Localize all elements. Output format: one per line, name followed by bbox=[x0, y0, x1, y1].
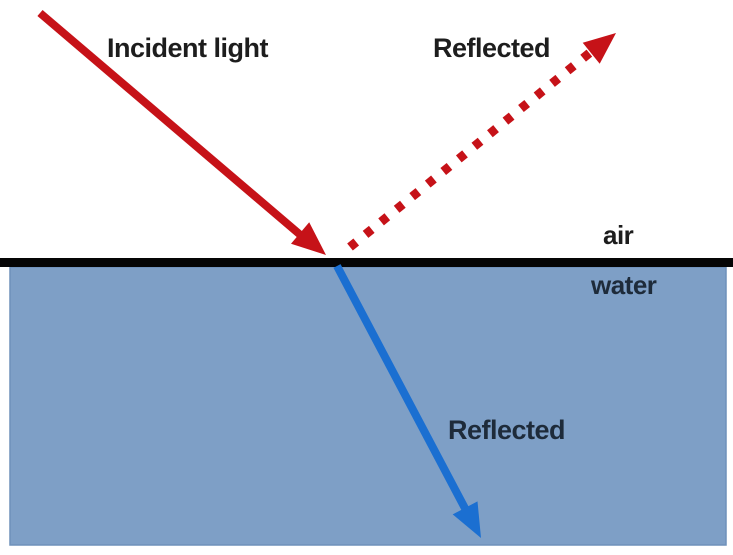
reflected-ray-arrowhead bbox=[582, 33, 616, 64]
refracted-ray-arrow bbox=[333, 264, 472, 516]
incident-light-label: Incident light bbox=[107, 33, 268, 63]
air-water-interface-line bbox=[0, 258, 733, 267]
incident-ray-arrowhead bbox=[291, 222, 326, 255]
reflected-air-label: Reflected bbox=[433, 33, 550, 63]
reflected-ray-arrow bbox=[347, 47, 595, 251]
refracted-ray-arrowhead bbox=[452, 501, 481, 538]
air-label: air bbox=[603, 220, 634, 250]
reflected-water-label: Reflected bbox=[448, 415, 565, 445]
water-region bbox=[9, 266, 727, 546]
water-label: water bbox=[590, 270, 657, 300]
incident-ray-arrow bbox=[37, 9, 307, 242]
